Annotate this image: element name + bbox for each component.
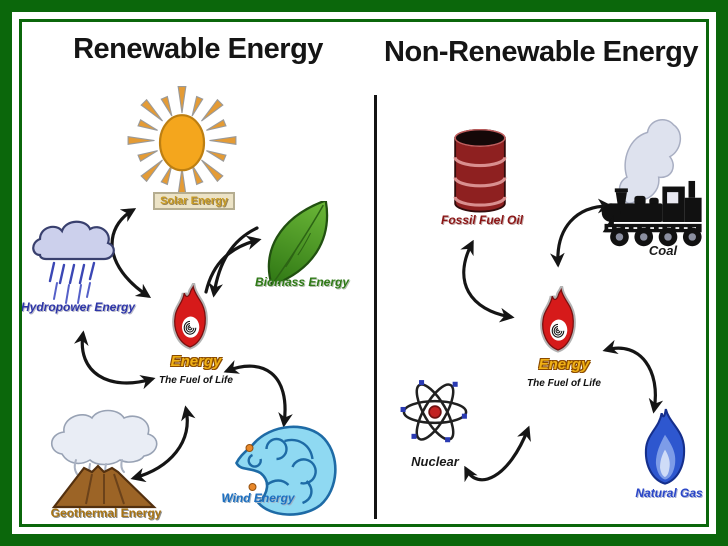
- fuel-of-life-label-right: The Fuel of Life: [527, 378, 601, 389]
- geothermal-energy-label: Geothermal Energy: [50, 506, 162, 520]
- biomass-energy-label: Biomass Energy: [254, 275, 350, 289]
- energy-flame-icon-left: [158, 283, 222, 361]
- energy-label-left: Energy: [170, 353, 222, 370]
- non-renewable-title: Non-Renewable Energy: [384, 36, 698, 68]
- arrow-energy-geothermal: [130, 405, 196, 483]
- arrow-fossil-energy: [460, 239, 515, 323]
- natural-gas-label: Natural Gas: [635, 486, 703, 500]
- coal-label: Coal: [648, 243, 678, 258]
- coal-train-icon: [600, 110, 708, 250]
- arrow-energy-coal: [550, 198, 613, 268]
- fossil-fuel-oil-label: Fossil Fuel Oil: [440, 213, 523, 227]
- energy-flame-icon-right: [526, 286, 590, 364]
- wind-energy-label: Wind Energy: [221, 491, 295, 505]
- sun-icon: [127, 83, 237, 198]
- wind-face-icon: [220, 415, 345, 520]
- oil-barrel-icon: [446, 126, 514, 218]
- rain-cloud-icon: [24, 213, 124, 308]
- arrow-energy-wind: [223, 360, 293, 428]
- energy-label-right: Energy: [538, 356, 590, 373]
- fuel-of-life-label-left: The Fuel of Life: [159, 375, 233, 386]
- volcano-icon: [40, 406, 170, 511]
- gas-flame-icon: [636, 406, 694, 490]
- atom-icon: [393, 370, 477, 454]
- panel-divider-line: [374, 95, 377, 519]
- solar-energy-label: Solar Energy: [138, 192, 250, 211]
- renewable-title: Renewable Energy: [73, 33, 323, 65]
- leaf-icon: [250, 201, 350, 286]
- arrow-biomass-energy: [208, 226, 259, 298]
- arrow-energy-gas: [602, 339, 664, 414]
- arrow-nuclear-energy: [464, 425, 531, 483]
- hydropower-energy-label: Hydropower Energy: [20, 300, 136, 314]
- arrow-hydro-energy: [74, 330, 156, 390]
- nuclear-label: Nuclear: [411, 454, 459, 469]
